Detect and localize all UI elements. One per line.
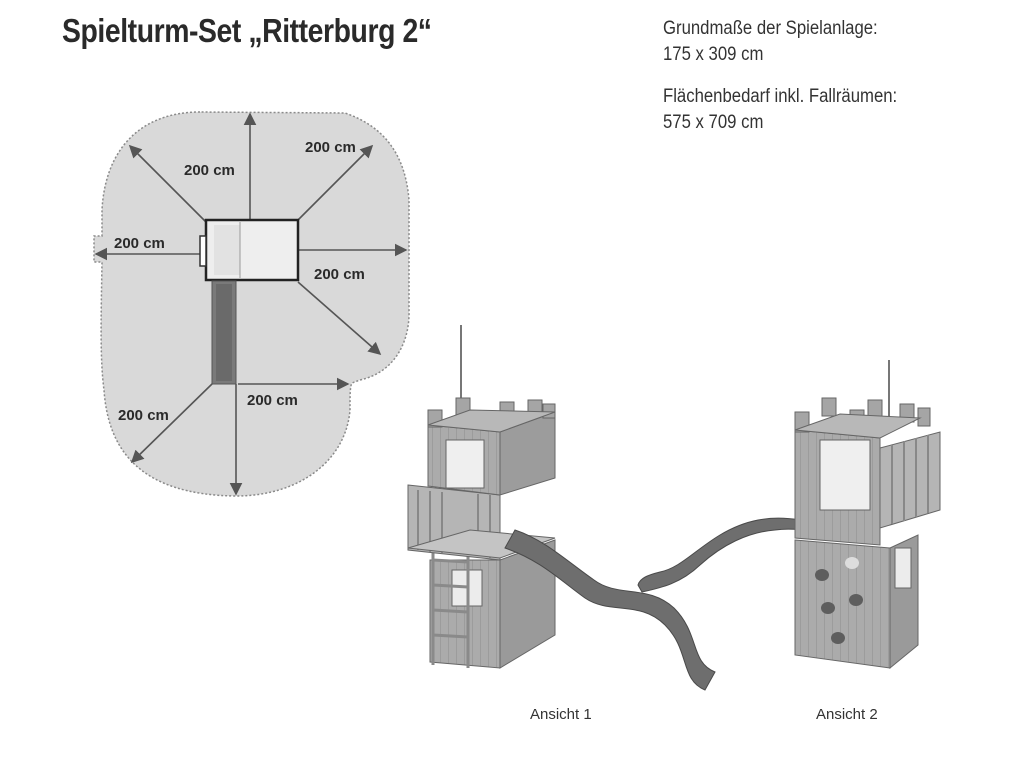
dimensions-info: Grundmaße der Spielanlage: 175 x 309 cm …	[663, 16, 897, 152]
view-2-illustration	[637, 360, 941, 670]
view-1-illustration	[407, 325, 716, 691]
upper-opening-2	[819, 439, 871, 511]
ladder-footprint	[199, 235, 207, 267]
upper-opening	[445, 439, 485, 489]
dimension-line-bottom-left	[130, 383, 213, 464]
area-requirement-label: Flächenbedarf inkl. Fallräumen:	[663, 86, 898, 107]
fall-zone-area	[93, 111, 410, 497]
slide-footprint-inner	[216, 284, 232, 381]
dimension-lines	[94, 112, 408, 496]
dimension-line-top-right	[297, 144, 374, 221]
dimension-label-bottom-left: 200 cm	[118, 407, 169, 424]
side-window	[894, 547, 912, 589]
dimension-label-top-right: 200 cm	[305, 139, 356, 156]
lower-tower-front-2	[794, 539, 891, 669]
climbing-holds	[815, 557, 863, 644]
base-dimensions-value: 175 x 309 cm	[663, 44, 764, 65]
dimension-label-right: 200 cm	[314, 266, 365, 283]
view-2-caption: Ansicht 2	[816, 706, 878, 723]
tower-footprint-inner	[214, 225, 240, 275]
wavy-slide-2	[637, 517, 806, 593]
dimension-label-left: 200 cm	[114, 235, 165, 252]
platform-railing-2	[879, 431, 941, 529]
ladder	[431, 545, 470, 668]
base-dimensions-label: Grundmaße der Spielanlage:	[663, 18, 878, 39]
railing-bars-2	[891, 435, 929, 524]
page-title: Spielturm-Set „Ritterburg 2“	[62, 12, 432, 49]
area-requirement: Flächenbedarf inkl. Fallräumen: 575 x 70…	[663, 84, 897, 136]
tower-top-rim	[427, 409, 556, 433]
base-dimensions: Grundmaße der Spielanlage: 175 x 309 cm	[663, 16, 897, 68]
dimension-line-right-lower	[297, 281, 382, 356]
dimension-label-top-left: 200 cm	[184, 162, 235, 179]
dimension-label-bottom-right: 200 cm	[247, 392, 298, 409]
floor-plan: 200 cm 200 cm 200 cm 200 cm 200 cm 200 c…	[93, 111, 410, 497]
view-1-caption: Ansicht 1	[530, 706, 592, 723]
area-requirement-value: 575 x 709 cm	[663, 112, 764, 133]
tower-top-rim-2	[794, 413, 922, 439]
dimension-line-top-left	[128, 144, 207, 223]
wavy-slide	[504, 529, 716, 691]
